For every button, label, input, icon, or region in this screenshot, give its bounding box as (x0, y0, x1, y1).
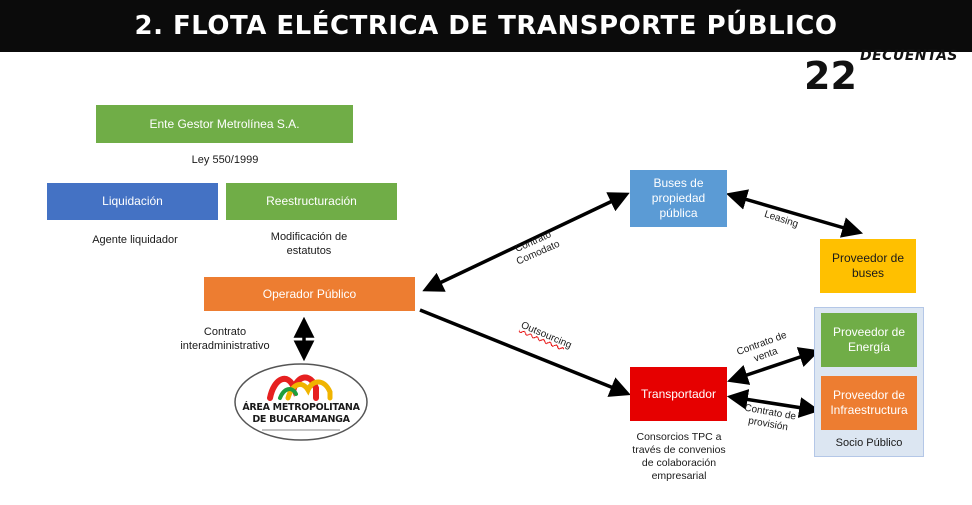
proveedor-infraestructura-box: Proveedor de Infraestructura (821, 376, 917, 430)
operador-publico-box: Operador Público (204, 277, 415, 311)
arrow-venta (727, 347, 820, 385)
agente-liquidador-label: Agente liquidador (92, 234, 178, 246)
transportador-box: Transportador (630, 367, 727, 421)
proveedor-buses-box: Proveedor de buses (820, 239, 916, 293)
modificacion-label: Modificación de estatutos (270, 231, 348, 257)
reestructuracion-box: Reestructuración (226, 183, 397, 220)
brand-number: 22 (804, 54, 857, 98)
page-title: 2. FLOTA ELÉCTRICA DE TRANSPORTE PÚBLICO (134, 11, 838, 41)
brand-word: DECUENTAS (860, 48, 958, 64)
socio-publico-label: Socio Público (835, 437, 903, 449)
brand-logo: 22 DECUENTAS (800, 44, 970, 100)
arrow-comodato (422, 192, 630, 292)
arrow-outsourcing (419, 308, 631, 397)
amb-logo-mark (234, 363, 368, 441)
ley-label: Ley 550/1999 (191, 154, 259, 166)
arrow-leasing (725, 189, 864, 238)
logo-line2: DE BUCARAMANGA (252, 414, 350, 425)
amb-logo: ÁREA METROPOLITANA DE BUCARAMANGA (232, 358, 370, 442)
ente-gestor-box: Ente Gestor Metrolínea S.A. (96, 105, 353, 143)
consorcios-label: Consorcios TPC a través de convenios de … (632, 431, 726, 482)
arrow-provision (726, 389, 821, 418)
contrato-interadministrativo-label: Contrato interadministrativo (180, 326, 270, 352)
logo-line1: ÁREA METROPOLITANA (242, 402, 360, 413)
liquidacion-box: Liquidación (47, 183, 218, 220)
title-banner: 2. FLOTA ELÉCTRICA DE TRANSPORTE PÚBLICO (0, 0, 972, 52)
buses-propiedad-box: Buses de propiedad pública (630, 170, 727, 227)
proveedor-energia-box: Proveedor de Energía (821, 313, 917, 367)
